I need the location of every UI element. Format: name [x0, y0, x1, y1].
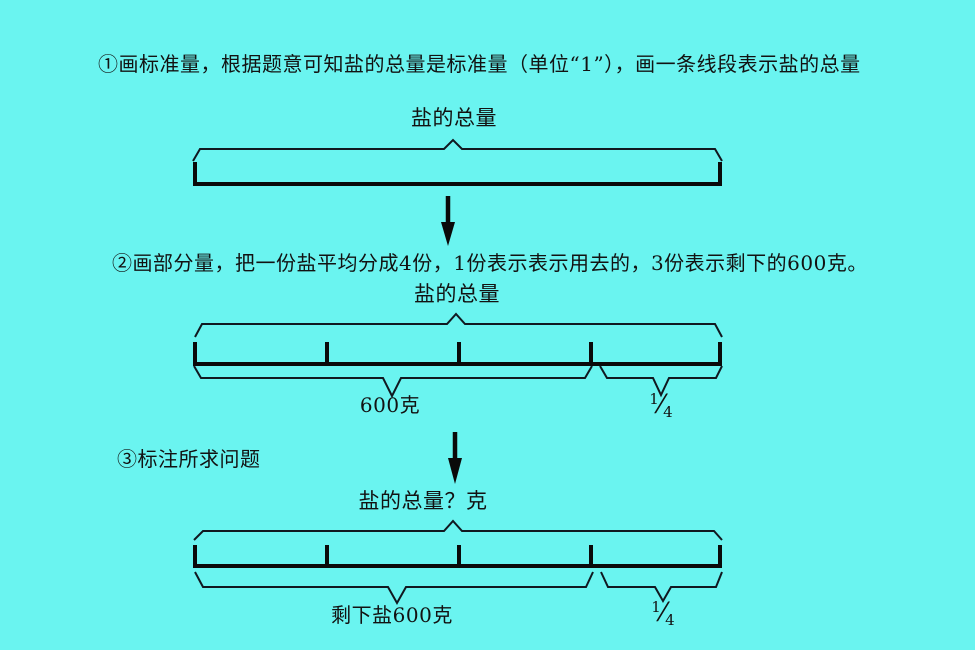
diagram3-remaining-label: 剩下盐600克 — [331, 603, 453, 627]
fraction-denominator: 4 — [663, 403, 673, 421]
step2-text: ②画部分量，把一份盐平均分成4份，1份表示表示用去的，3份表示剩下的600克。 — [112, 251, 868, 275]
diagram3-bottom-brace-quarter — [600, 571, 723, 604]
diagram2-bottom-brace-quarter — [599, 365, 723, 398]
fraction-numerator: 1 — [651, 598, 661, 616]
diagram2-title: 盐的总量 — [414, 282, 500, 306]
fraction-numerator: 1 — [649, 390, 659, 408]
diagram2-top-brace — [194, 312, 723, 338]
diagram1-top-brace — [192, 138, 723, 162]
fraction-slash: ⁄ — [658, 390, 664, 420]
diagram1-title: 盐的总量 — [411, 106, 497, 130]
flow-arrow-1-head — [441, 222, 455, 246]
step3-text: ③标注所求问题 — [117, 447, 261, 471]
diagram3-fraction-one-fourth: 1⁄4 — [651, 598, 674, 629]
diagram2-fraction-one-fourth: 1⁄4 — [649, 390, 672, 421]
diagram3-title: 盐的总量？克 — [358, 489, 488, 513]
fraction-denominator: 4 — [665, 611, 675, 629]
diagram3-bottom-brace-remaining — [194, 571, 594, 606]
diagram3-top-brace — [193, 519, 723, 541]
flow-arrow-2-head — [448, 458, 462, 484]
step1-text: ①画标准量，根据题意可知盐的总量是标准量（单位“1”），画一条线段表示盐的总量 — [98, 52, 861, 76]
fraction-slash: ⁄ — [660, 598, 666, 628]
diagram2-remaining-label: 600克 — [359, 393, 421, 417]
diagram2-bottom-brace-remaining — [193, 365, 593, 399]
